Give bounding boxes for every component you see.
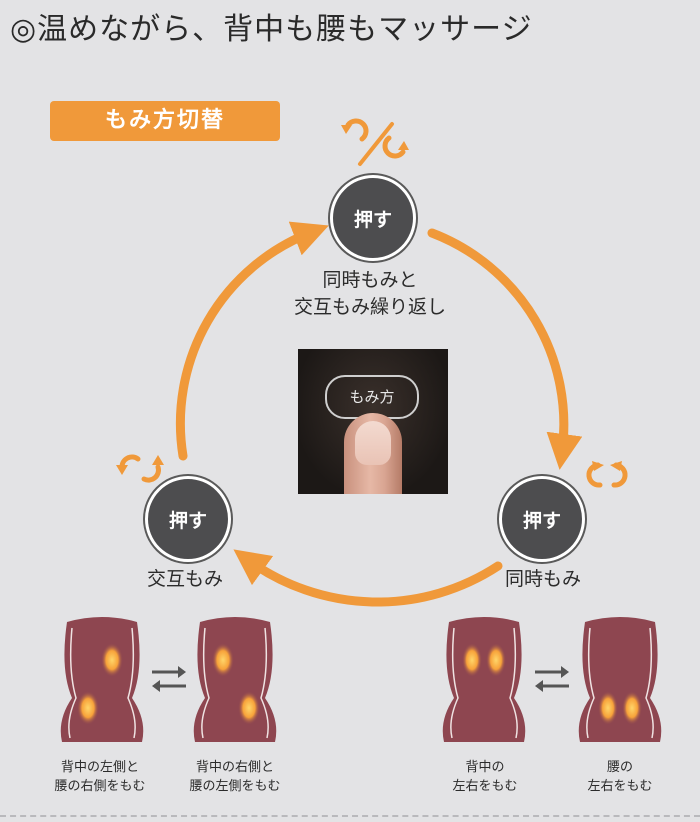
push-button-label: 押す (522, 509, 561, 532)
finger-press-photo: もみ方 (298, 349, 448, 494)
swap-arrows-icon (535, 666, 569, 692)
slash-icon (358, 122, 394, 166)
cycle-arrow-icon (427, 228, 583, 470)
rotate-icon (341, 118, 369, 142)
push-button-label: 押す (353, 208, 392, 231)
push-button-right[interactable]: 押す (499, 476, 585, 562)
seat-diagrams (60, 616, 662, 743)
label-simultaneous: 同時もみ (504, 568, 581, 590)
caption-right-back-left-waist: 背中の右側と 腰の左側をもむ (189, 760, 281, 794)
finger-image (344, 413, 402, 494)
caption-waist-both: 腰の 左右をもむ (587, 760, 653, 794)
rotate-icon (382, 135, 409, 159)
push-button-top[interactable]: 押す (330, 175, 416, 261)
label-alternate: 交互もみ (146, 568, 223, 590)
caption-back-both: 背中の 左右をもむ (452, 760, 518, 794)
mode-switch-badge: もみ方切替 (50, 101, 280, 141)
seat-diagram-1 (60, 616, 144, 743)
seat-diagram-2 (193, 616, 277, 743)
push-button-label: 押す (168, 509, 207, 532)
caption-left-back-right-waist: 背中の左側と 腰の右側をもむ (54, 760, 146, 794)
swap-arrows-icon (152, 666, 186, 692)
seat-diagram-3 (442, 616, 526, 743)
page-title: ◎温めながら、背中も腰もマッサージ (10, 12, 533, 47)
push-button-left[interactable]: 押す (145, 476, 231, 562)
cycle-arrow-icon (175, 221, 329, 461)
divider (0, 815, 700, 817)
label-simultaneous-alternate: 同時もみと 交互もみ繰り返し (293, 269, 446, 318)
rotate-icon (116, 454, 164, 483)
cycle-arrow-icon (233, 549, 503, 607)
seat-diagram-4 (578, 616, 662, 743)
rotate-icon (586, 461, 628, 488)
